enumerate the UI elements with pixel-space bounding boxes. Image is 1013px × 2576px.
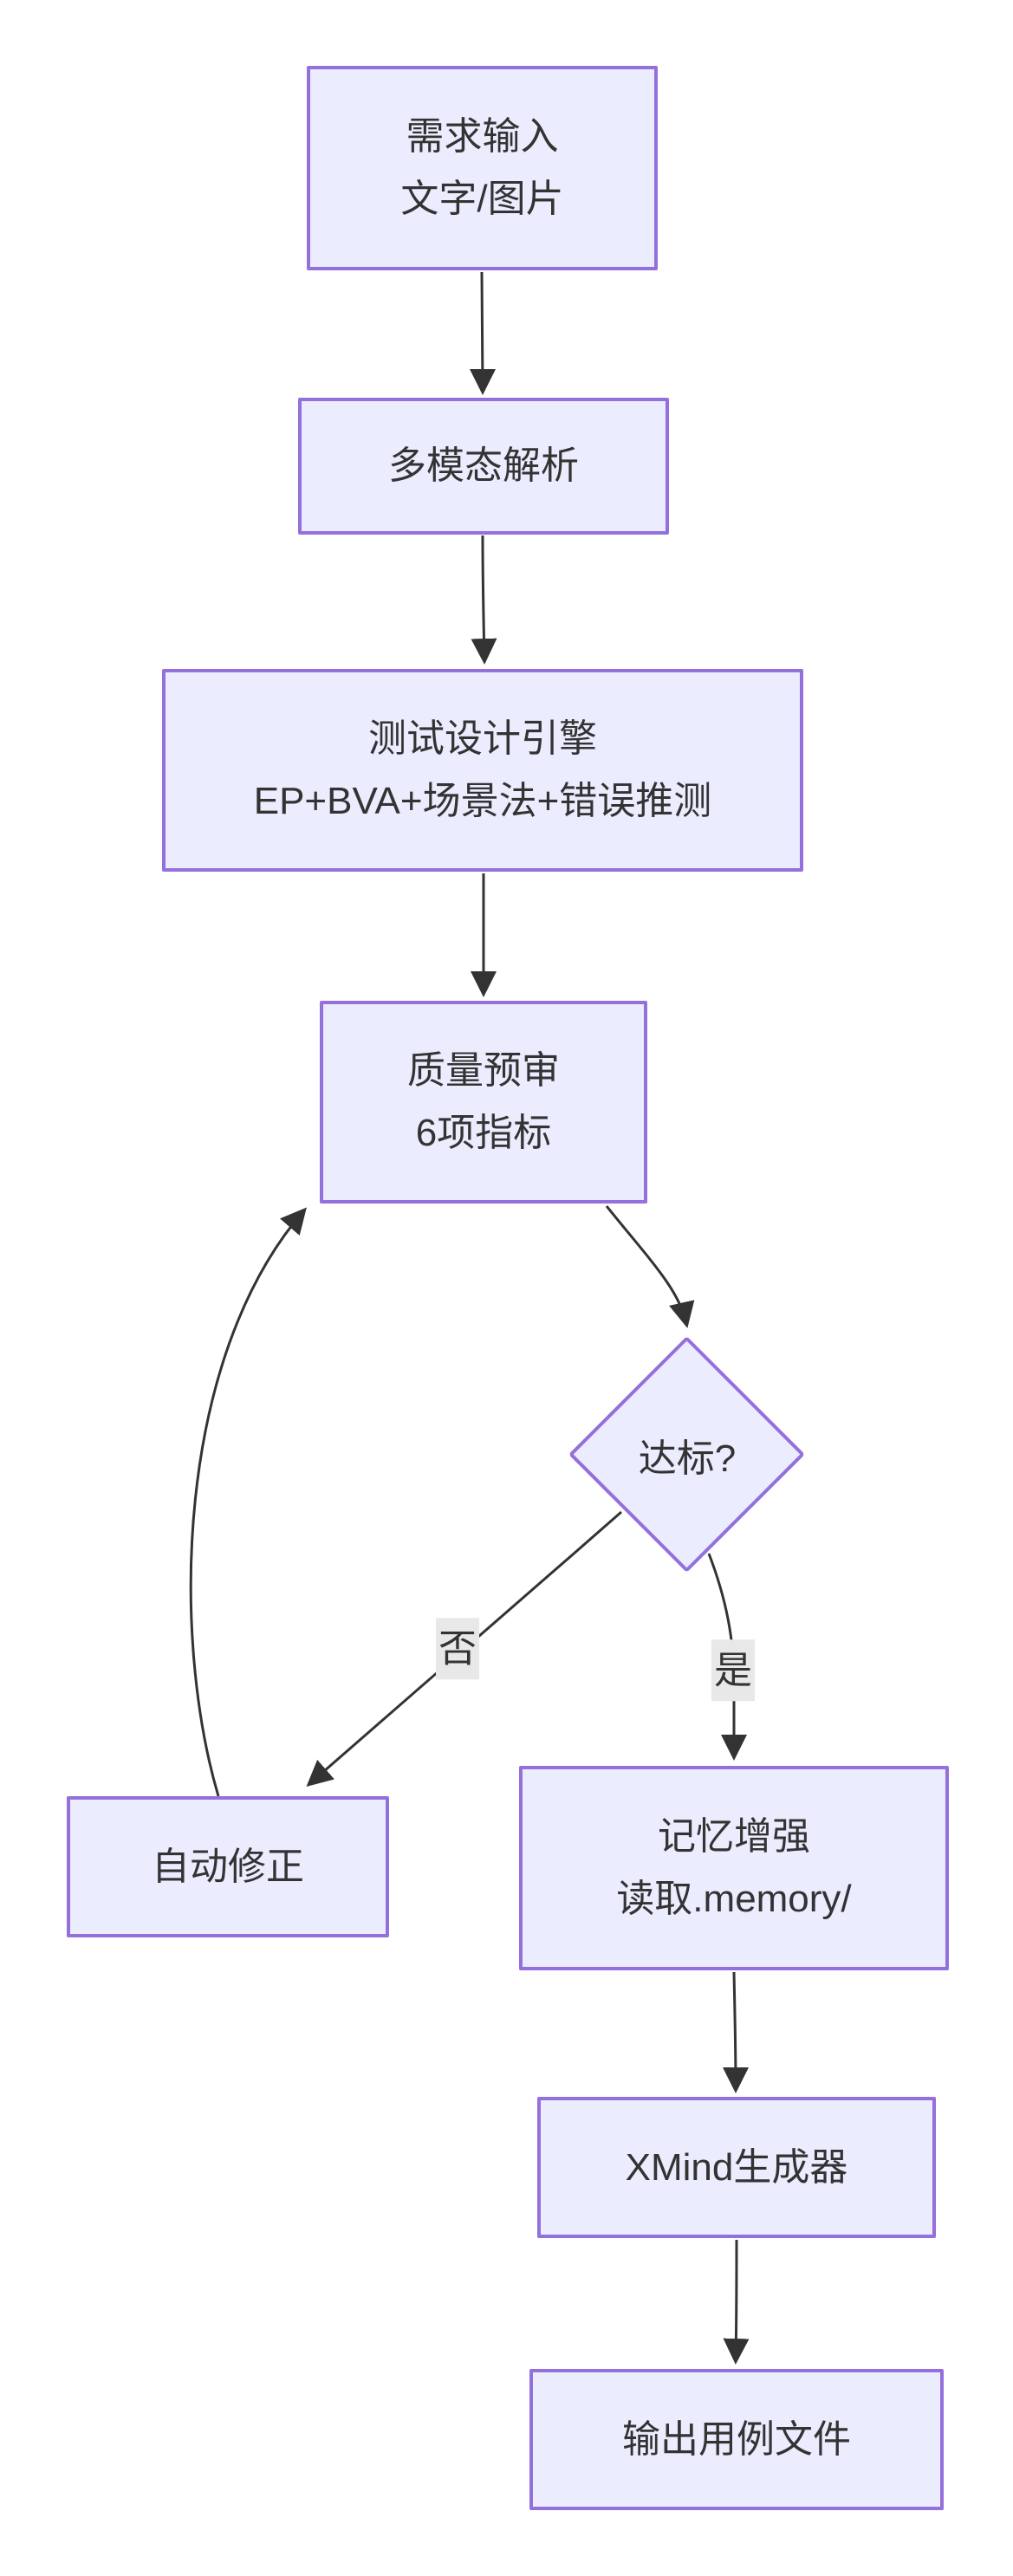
edge-memory-to-xmind [722, 1971, 749, 2093]
node-auto-fix: 自动修正 [67, 1796, 389, 1937]
edge-input-to-parsing [469, 271, 496, 395]
edge-parsing-to-engine [471, 535, 497, 665]
edge-review-to-decision [605, 1205, 695, 1328]
node-test-design-engine: 测试设计引擎 EP+BVA+场景法+错误推测 [162, 669, 803, 872]
node-quality-review-line2: 6项指标 [415, 1112, 552, 1154]
node-multimodal-parsing: 多模态解析 [298, 398, 669, 535]
node-multimodal-parsing-line1: 多模态解析 [388, 444, 579, 487]
edge-xmind-to-output [723, 2239, 750, 2365]
node-memory-enhance-line2: 读取.memory/ [616, 1878, 852, 1920]
node-xmind-generator: XMind生成器 [537, 2097, 936, 2238]
node-output-file-line1: 输出用例文件 [622, 2417, 851, 2461]
node-quality-review: 质量预审 6项指标 [320, 1001, 647, 1204]
node-requirement-input-line2: 文字/图片 [400, 178, 564, 220]
node-test-design-engine-line2: EP+BVA+场景法+错误推测 [253, 780, 712, 822]
node-test-design-engine-line1: 测试设计引擎 [368, 717, 597, 760]
decision-meets-standard-label: 达标? [638, 1437, 737, 1480]
node-output-file: 输出用例文件 [529, 2369, 944, 2510]
node-auto-fix-line1: 自动修正 [152, 1845, 304, 1888]
node-requirement-input-line1: 需求输入 [406, 115, 559, 158]
edge-label-yes: 是 [711, 1639, 755, 1702]
node-requirement-input: 需求输入 文字/图片 [307, 66, 658, 270]
node-memory-enhance-line1: 记忆增强 [658, 1815, 810, 1858]
node-xmind-generator-line1: XMind生成器 [625, 2145, 848, 2189]
node-quality-review-line1: 质量预审 [407, 1049, 560, 1092]
edge-autofix-loop-to-review [189, 1207, 307, 1797]
node-memory-enhance: 记忆增强 读取.memory/ [519, 1766, 949, 1970]
edge-label-no: 否 [436, 1618, 479, 1680]
